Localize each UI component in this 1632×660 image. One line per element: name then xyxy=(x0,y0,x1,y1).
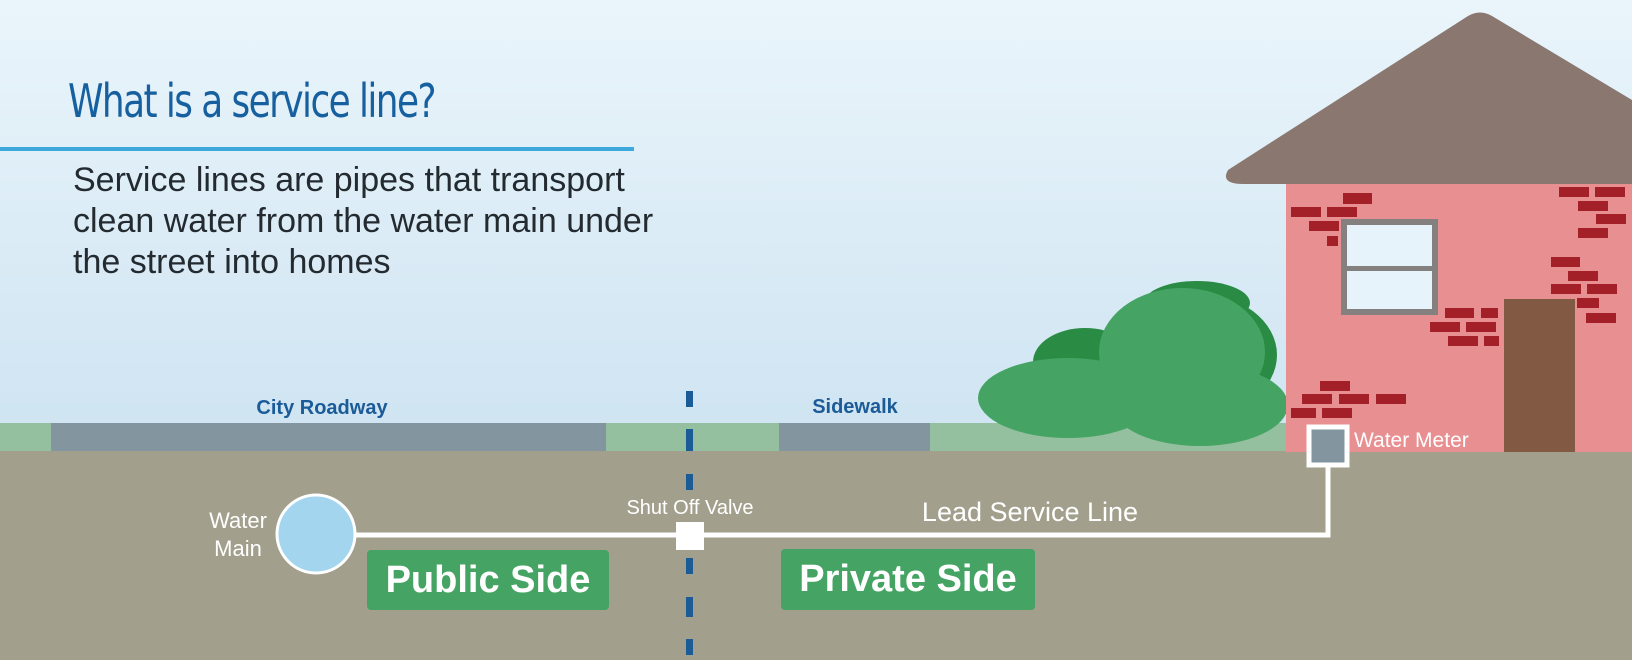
sidewalk-surface xyxy=(779,423,930,455)
house-roof xyxy=(1225,12,1632,184)
shut-off-valve xyxy=(676,522,704,550)
title-underline xyxy=(0,147,634,151)
private-side-tag: Private Side xyxy=(781,549,1035,610)
water-main-pipe xyxy=(275,493,357,575)
city-roadway-surface xyxy=(51,423,606,455)
description-text: Service lines are pipes that transport c… xyxy=(73,161,654,281)
water-meter-label: Water Meter xyxy=(1354,429,1469,452)
bush xyxy=(978,281,1288,446)
shut-off-valve-label: Shut Off Valve xyxy=(626,497,754,519)
house-door xyxy=(1504,299,1575,452)
city-roadway-label: City Roadway xyxy=(256,397,388,419)
property-boundary-line xyxy=(686,391,693,655)
sidewalk-label: Sidewalk xyxy=(812,396,898,418)
page-title: What is a service line? xyxy=(68,74,437,128)
house xyxy=(1225,12,1632,452)
water-meter-box xyxy=(1306,424,1350,468)
lead-service-line-label: Lead Service Line xyxy=(921,497,1139,527)
house-window xyxy=(1341,219,1438,315)
public-side-tag: Public Side xyxy=(367,550,609,610)
brick-pattern xyxy=(1291,187,1626,418)
